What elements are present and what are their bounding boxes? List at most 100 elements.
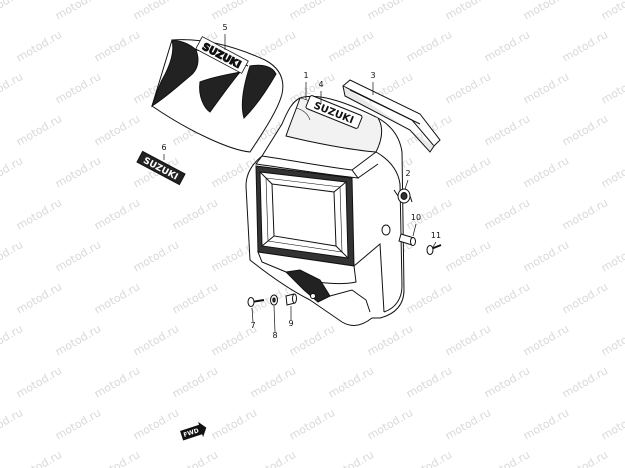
callout-layer: 1 2 3 4 5 6 7 8 9 10 11 (161, 23, 441, 340)
watermark-text: motod.ru (53, 154, 103, 190)
callout-10: 10 (411, 213, 421, 237)
callout-label-5: 5 (222, 23, 227, 32)
watermark-text: motod.ru (326, 448, 376, 468)
watermark-text: motod.ru (560, 196, 610, 232)
watermark-text: motod.ru (404, 364, 454, 400)
watermark-text: motod.ru (131, 238, 181, 274)
watermark-text: motod.ru (560, 364, 610, 400)
callout-label-7: 7 (250, 321, 255, 330)
watermark-text: motod.ru (287, 0, 337, 23)
watermark-text: motod.ru (14, 196, 64, 232)
watermark-text: motod.ru (482, 280, 532, 316)
watermark-text: motod.ru (131, 322, 181, 358)
watermark-text: motod.ru (170, 280, 220, 316)
watermark-text: motod.ru (0, 406, 25, 442)
watermark-text: motod.ru (131, 0, 181, 23)
bolt (247, 297, 265, 307)
watermark-text: motod.ru (92, 28, 142, 64)
watermark-text: motod.ru (14, 112, 64, 148)
watermark-text: motod.ru (209, 406, 259, 442)
watermark-text: motod.ru (560, 28, 610, 64)
watermark-text: motod.ru (482, 196, 532, 232)
screw (426, 244, 442, 255)
watermark-text: motod.ru (482, 448, 532, 468)
watermark-text: motod.ru (92, 280, 142, 316)
watermark-text: motod.ru (287, 322, 337, 358)
watermark-text: motod.ru (599, 406, 625, 442)
callout-label-6: 6 (161, 143, 166, 152)
number-plate-sticker: SUZUKI (151, 36, 284, 153)
watermark-text: motod.ru (53, 238, 103, 274)
callout-9: 9 (288, 306, 294, 328)
callout-leader-11 (432, 241, 437, 248)
watermark-text: motod.ru (521, 322, 571, 358)
watermark-text: motod.ru (0, 70, 25, 106)
watermark-text: motod.ru (365, 0, 415, 23)
watermark-text: motod.ru (521, 70, 571, 106)
watermark-text: motod.ru (248, 448, 298, 468)
watermark-text: motod.ru (560, 280, 610, 316)
watermark-text: motod.ru (287, 406, 337, 442)
watermark-text: motod.ru (599, 238, 625, 274)
watermark-text: motod.ru (599, 0, 625, 23)
callout-3: 3 (370, 71, 376, 95)
callout-label-3: 3 (370, 71, 375, 80)
callout-2: 2 (404, 169, 411, 190)
watermark-text: motod.ru (521, 154, 571, 190)
watermark-text: motod.ru (53, 406, 103, 442)
watermark-text: motod.ru (443, 406, 493, 442)
callout-leader-2 (404, 179, 409, 190)
watermark-text: motod.ru (482, 28, 532, 64)
watermark-text: motod.ru (443, 70, 493, 106)
watermark-text: motod.ru (92, 448, 142, 468)
watermark-text: motod.ru (170, 364, 220, 400)
callout-label-11: 11 (431, 231, 441, 240)
watermark-text: motod.ru (14, 448, 64, 468)
watermark-text: motod.ru (560, 112, 610, 148)
callout-5: 5 (222, 23, 228, 50)
watermark-text: motod.ru (209, 0, 259, 23)
watermark-text: motod.ru (0, 0, 25, 23)
washer (270, 294, 278, 306)
callout-leader-7 (251, 307, 254, 323)
spacer (398, 233, 416, 246)
watermark-text: motod.ru (599, 322, 625, 358)
watermark-text: motod.ru (521, 406, 571, 442)
watermark-text: motod.ru (326, 364, 376, 400)
callout-label-10: 10 (411, 213, 421, 222)
watermark-text: motod.ru (0, 154, 25, 190)
callout-label-8: 8 (272, 331, 277, 340)
watermark-text: motod.ru (365, 322, 415, 358)
grommet (393, 188, 413, 204)
watermark-text: motod.ru (92, 112, 142, 148)
fwd-arrow-icon: FWD (180, 421, 207, 441)
headlight-cowl (245, 95, 405, 326)
watermark-text: motod.ru (404, 28, 454, 64)
watermark-text: motod.ru (92, 364, 142, 400)
watermark-text: motod.ru (0, 238, 25, 274)
watermark-text: motod.ru (599, 70, 625, 106)
callout-leader-8 (273, 305, 276, 333)
watermark-text: motod.ru (92, 196, 142, 232)
watermark-text: motod.ru (170, 448, 220, 468)
watermark-text: motod.ru (14, 280, 64, 316)
watermark-text: motod.ru (521, 0, 571, 23)
callout-8: 8 (272, 305, 278, 340)
watermark-text: motod.ru (404, 280, 454, 316)
watermark-text: motod.ru (599, 154, 625, 190)
callout-label-4: 4 (318, 80, 323, 89)
watermark-text: motod.ru (560, 448, 610, 468)
watermark-text: motod.ru (53, 70, 103, 106)
callout-4: 4 (318, 80, 324, 104)
watermark-text: motod.ru (404, 448, 454, 468)
callout-label-2: 2 (405, 169, 410, 178)
watermark-text: motod.ru (443, 322, 493, 358)
watermark-text: motod.ru (14, 28, 64, 64)
callout-1: 1 (303, 71, 309, 100)
callout-11: 11 (431, 231, 441, 248)
watermark-text: motod.ru (443, 154, 493, 190)
watermark-text: motod.ru (53, 322, 103, 358)
watermark-text: motod.ru (365, 406, 415, 442)
